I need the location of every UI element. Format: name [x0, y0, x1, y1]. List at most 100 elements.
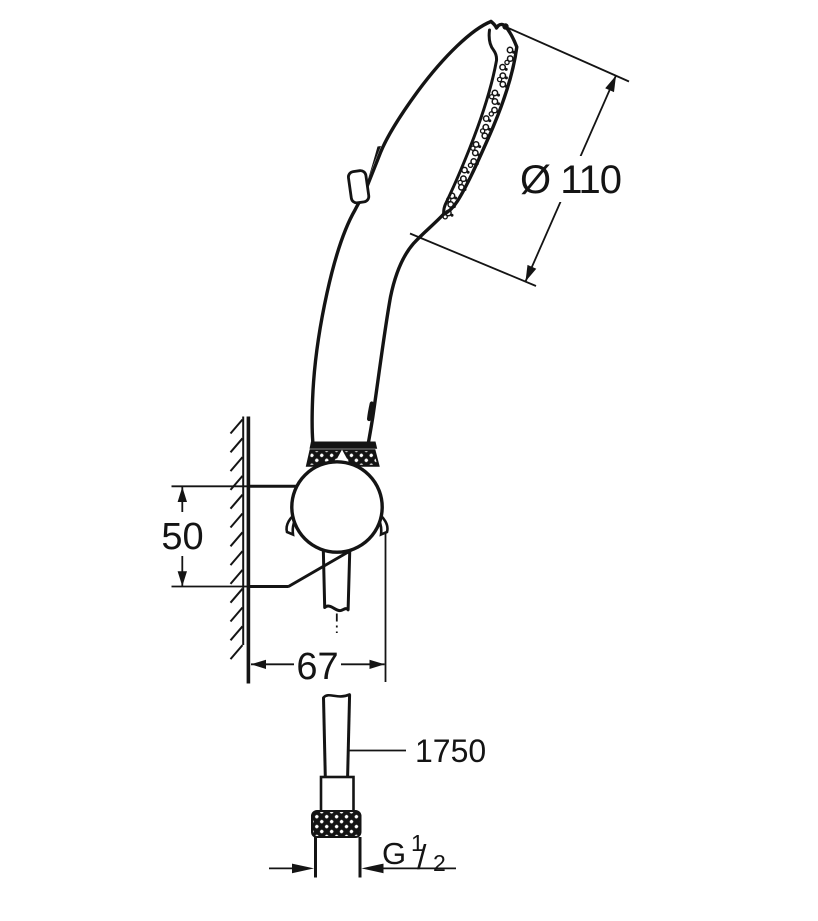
arrowhead — [177, 571, 187, 587]
arrowhead — [525, 264, 537, 282]
nozzle-dot — [471, 149, 479, 157]
hatch-tick — [229, 512, 244, 529]
nozzle-dot — [506, 55, 514, 63]
thread-nipple — [314, 837, 362, 878]
nozzle-dot — [479, 128, 486, 134]
nozzle-dot — [482, 115, 490, 123]
nozzle-dot — [470, 158, 478, 165]
nozzle-dot — [488, 93, 495, 100]
diameter-extension-line-top — [505, 26, 630, 83]
nozzle-dot — [487, 127, 491, 131]
wall-hatching — [229, 418, 244, 660]
nozzle-dot — [463, 188, 467, 191]
nozzle-dot — [448, 192, 456, 200]
hatch-tick — [229, 494, 244, 510]
hatch-tick — [229, 418, 244, 435]
nozzle-dot — [452, 205, 456, 209]
arrowhead — [251, 659, 266, 669]
shower-head — [310, 19, 519, 444]
nozzle-dot — [467, 162, 474, 169]
face-plate-inner-line — [442, 28, 499, 216]
spray-mode-button — [347, 169, 371, 205]
nozzle-dot — [470, 145, 476, 151]
dimension-holder-depth: 67 — [251, 644, 385, 688]
nozzle-dot — [504, 76, 508, 80]
handle-end-flange — [309, 441, 378, 449]
nozzle-dot — [477, 153, 481, 157]
hatch-tick — [229, 625, 244, 641]
handle-right-outline — [366, 212, 446, 446]
dimension-hose-length: 1750 — [348, 733, 486, 769]
nozzle-dot — [499, 72, 507, 80]
nozzle-dot — [457, 183, 465, 191]
nozzle-dot — [499, 80, 507, 88]
hatch-tick — [229, 606, 244, 623]
nozzle-dot — [465, 179, 469, 183]
spray-nozzles — [442, 46, 516, 220]
hatch-tick — [229, 456, 244, 472]
head-left-outline — [310, 19, 493, 444]
nozzle-dot — [481, 132, 489, 140]
diameter-extension-line-bottom — [409, 232, 537, 287]
nozzle-dot — [512, 59, 516, 63]
nozzle-dot — [475, 162, 479, 166]
hatch-tick — [229, 475, 244, 491]
dimension-head-diameter: Ø 110 — [409, 26, 630, 287]
hose-left-edge — [322, 697, 327, 778]
hose-fitting — [319, 775, 355, 813]
nozzle-dot — [506, 46, 514, 54]
nozzle-dot — [504, 67, 508, 71]
nozzle-dot — [504, 85, 508, 88]
hatch-tick — [229, 531, 244, 547]
wall-section — [229, 416, 251, 684]
nozzle-dot — [486, 136, 490, 140]
nozzle-dot — [482, 123, 490, 131]
thread-slash-label: / — [417, 839, 427, 877]
holder-ball-joint — [290, 460, 384, 554]
label-backing — [521, 156, 621, 202]
arrowhead — [369, 659, 385, 669]
nozzle-dot — [491, 106, 498, 114]
nozzle-dot — [499, 63, 507, 71]
nozzle-dot — [496, 110, 500, 114]
hose-right-edge — [346, 694, 352, 778]
hose-break-edge — [322, 693, 351, 699]
hatch-tick — [229, 588, 244, 604]
nozzle-dot — [512, 50, 516, 54]
dimension-thread-size: G 1 / 2 — [269, 830, 456, 877]
arrowhead — [177, 487, 187, 502]
thread-denominator-label: 2 — [433, 850, 446, 876]
hose-nut — [311, 810, 362, 838]
thread-numerator-label: 1 — [411, 830, 424, 856]
nozzle-dot — [497, 102, 500, 106]
shower-hose-upper — [321, 547, 352, 613]
nozzle-dot — [472, 140, 480, 148]
nozzle-dot — [491, 89, 499, 97]
holder-arm — [248, 484, 387, 682]
hatch-tick — [229, 569, 244, 585]
hatch-tick — [229, 437, 244, 453]
nozzle-dot — [444, 209, 452, 217]
arrowhead — [361, 863, 384, 874]
nozzle-dot — [447, 200, 455, 208]
hose-length-label: 1750 — [415, 733, 486, 769]
hatch-tick — [229, 644, 244, 660]
nozzle-dot — [491, 98, 499, 105]
holder-diagonal-edge — [287, 548, 354, 588]
thread-prefix-label: G — [382, 836, 406, 871]
nozzle-dot — [488, 111, 495, 117]
nozzle-dot — [466, 170, 470, 174]
shower-handle — [309, 169, 446, 449]
head-diameter-label: Ø 110 — [520, 158, 621, 202]
label-backing — [159, 512, 206, 556]
shower-hose-lower — [319, 693, 355, 813]
hatch-tick — [229, 550, 244, 566]
nozzle-dot — [450, 213, 454, 217]
label-backing — [294, 644, 341, 682]
nozzle-dot — [497, 93, 500, 97]
nozzle-dot — [478, 145, 482, 149]
nozzle-dot — [461, 166, 468, 174]
arrowhead — [605, 75, 616, 93]
